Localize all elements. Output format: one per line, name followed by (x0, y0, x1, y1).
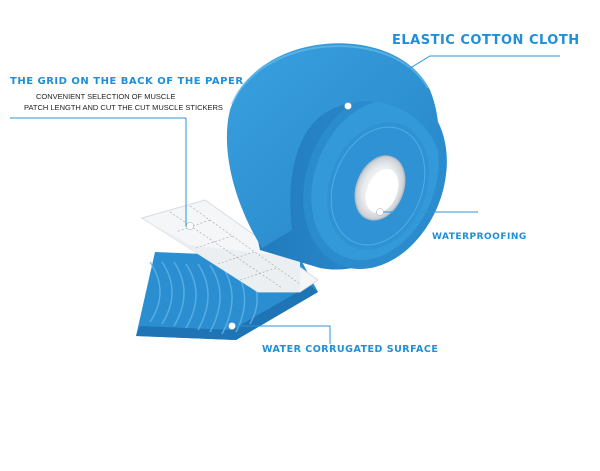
grid-description-line-2: PATCH LENGTH AND CUT THE CUT MUSCLE STIC… (24, 103, 223, 112)
waterproof-marker-dot (376, 208, 384, 216)
corrugated-marker-dot (228, 322, 236, 330)
grid-marker-dot (186, 222, 194, 230)
elastic-leader-line (347, 55, 560, 107)
grid-back-paper-label: THE GRID ON THE BACK OF THE PAPER (10, 76, 244, 87)
water-corrugated-surface-label: WATER CORRUGATED SURFACE (262, 344, 439, 355)
corrugated-leader-line (232, 325, 331, 344)
callout-lines (10, 55, 560, 344)
grid-description-line-1: CONVENIENT SELECTION OF MUSCLE (36, 92, 176, 101)
elastic-marker-dot (344, 102, 352, 110)
tape-roll (226, 43, 447, 270)
elastic-cotton-cloth-label: ELASTIC COTTON CLOTH (392, 33, 580, 48)
waterproofing-label: WATERPROOFING (432, 232, 527, 242)
